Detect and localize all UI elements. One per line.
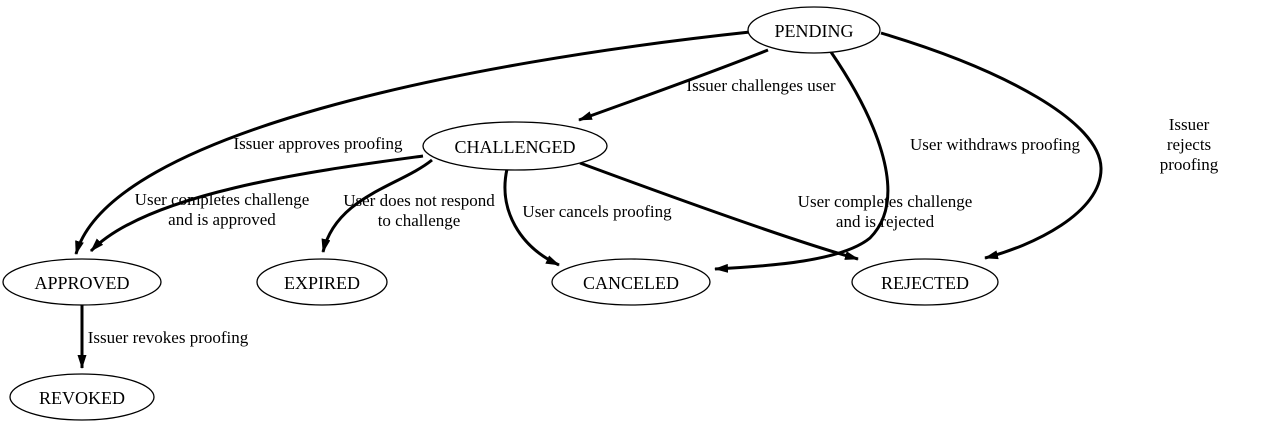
edge-pending-challenged [578,48,769,122]
state-node-canceled: CANCELED [583,273,679,293]
edge-challenged-approved [89,154,424,253]
edge-label-challenged-expired: User does not respond to challenge [343,191,495,230]
state-node-challenged: CHALLENGED [454,137,576,157]
edge-label-challenged-approved: User completes challenge and is approved [134,190,310,229]
diagram-edges [74,30,1103,369]
edge-pending-canceled [714,51,890,273]
state-ellipse-challenged [422,121,608,171]
edge-pending-approved [74,30,751,255]
edge-label-pending-challenged: Issuer challenges user [686,76,836,95]
state-ellipse-canceled [551,258,711,306]
edge-label-pending-canceled: User withdraws proofing [910,135,1080,154]
state-node-expired: EXPIRED [284,273,360,293]
state-node-revoked: REVOKED [39,388,125,408]
edge-pending-rejected [880,31,1103,260]
state-node-rejected: REJECTED [881,273,969,293]
edge-label-challenged-rejected: User completes challenge and is rejected [797,192,973,231]
edge-challenged-canceled [503,168,560,267]
state-node-approved: APPROVED [34,273,130,293]
edge-label-pending-rejected: Issuer rejects proofing [1159,115,1219,174]
state-ellipse-pending [747,6,881,54]
edge-label-approved-revoked: Issuer revokes proofing [87,328,249,347]
edge-label-pending-approved: Issuer approves proofing [233,134,403,153]
edge-challenged-rejected [579,161,859,261]
state-ellipse-revoked [9,373,155,421]
state-ellipse-approved [2,258,162,306]
state-node-pending: PENDING [774,21,854,41]
diagram-nodes [2,6,999,421]
state-ellipse-rejected [851,258,999,306]
state-ellipse-expired [256,258,388,306]
edge-challenged-expired [321,158,433,253]
edge-label-challenged-canceled: User cancels proofing [522,202,672,221]
